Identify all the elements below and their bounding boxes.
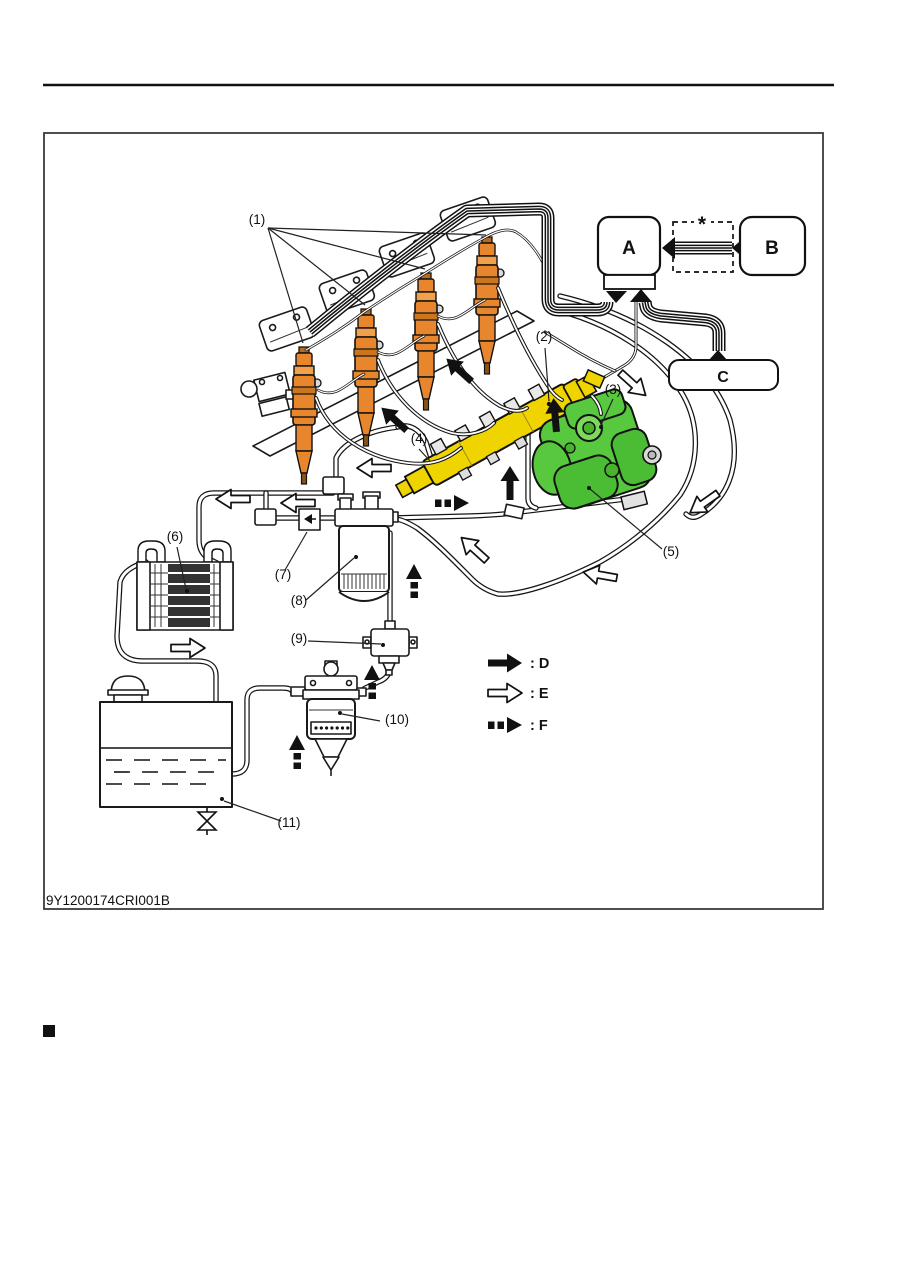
- arrow-a-out-icon: [606, 291, 627, 303]
- arrow-c-icon: [708, 350, 728, 361]
- section-bullet-icon: [43, 1025, 55, 1037]
- callout-7: (7): [275, 567, 292, 582]
- legend-f-label: : F: [530, 718, 548, 734]
- callout-8: (8): [291, 593, 308, 608]
- callout-11: (11): [277, 815, 300, 830]
- controller-blocks: A * B C: [596, 213, 807, 391]
- legend-e-label: : E: [530, 686, 549, 702]
- wiring-harnesses: [305, 202, 726, 390]
- arrow-to-a-icon: [662, 237, 675, 259]
- common-rail: [394, 374, 598, 499]
- arrow-a-in-icon: [630, 289, 652, 302]
- overflow-valve: [298, 508, 321, 531]
- injection-pipes: [314, 286, 564, 466]
- water-separator: [290, 660, 367, 776]
- asterisk-note: *: [698, 213, 707, 236]
- callout-4: (4): [411, 431, 428, 446]
- callout-lines: [176, 227, 663, 822]
- legend-d-label: : D: [530, 656, 549, 672]
- pipe-fitting: [503, 503, 525, 520]
- callout-3: (3): [605, 382, 622, 397]
- fuel-cooler: [136, 540, 234, 631]
- legend: : D : E : F: [487, 653, 549, 734]
- block-b-label: B: [765, 238, 779, 259]
- rail-sensor-connector: [582, 368, 606, 390]
- block-a-label: A: [622, 238, 636, 259]
- callout-9: (9): [291, 631, 308, 646]
- block-a-connector: [603, 274, 656, 290]
- callout-dots: [185, 401, 603, 801]
- leak-off-pipes: [304, 228, 552, 395]
- callout-10: (10): [385, 712, 409, 727]
- priming-pump: [362, 620, 418, 676]
- pump-rail-pipe: [591, 395, 602, 415]
- figure-code: 9Y1200174CRI001B: [46, 893, 170, 908]
- block-c-label: C: [717, 369, 729, 386]
- callout-1: (1): [249, 212, 266, 227]
- callout-6: (6): [167, 529, 184, 544]
- asterisk-mask: [694, 214, 711, 228]
- tee-fitting-1: [322, 476, 345, 495]
- callout-5: (5): [663, 544, 680, 559]
- callout-2: (2): [536, 329, 553, 344]
- fuel-filter: [334, 491, 399, 602]
- supply-pump: [531, 388, 662, 511]
- callouts: (1) (2) (3) (4) (5) (6) (7) (8) (9) (10)…: [167, 212, 680, 830]
- tee-fitting-2: [254, 508, 277, 526]
- drain-valve-icon: [196, 807, 218, 835]
- block-b: [738, 215, 807, 277]
- fuel-tank: [99, 675, 233, 835]
